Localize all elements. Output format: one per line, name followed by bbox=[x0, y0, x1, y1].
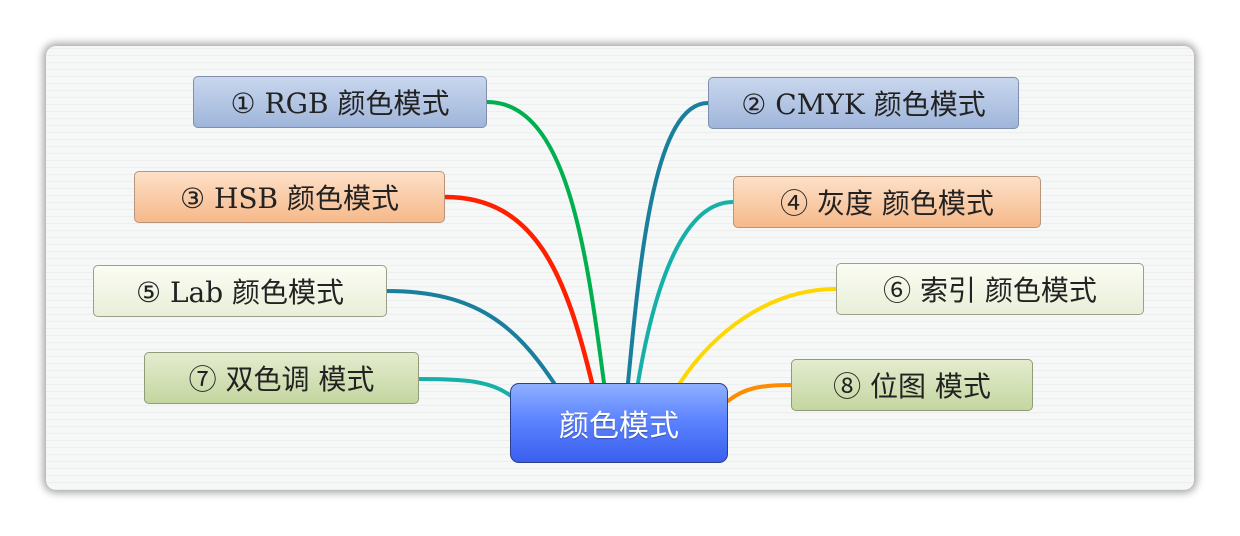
branch-connectors bbox=[385, 100, 838, 403]
central-topic[interactable]: 颜色模式 bbox=[510, 383, 728, 463]
link-hsb bbox=[442, 194, 595, 386]
link-rgb bbox=[485, 100, 606, 385]
node-lab[interactable]: ⑤ Lab 颜色模式 bbox=[93, 265, 387, 317]
central-topic-label: 颜色模式 bbox=[559, 409, 679, 444]
node-rgb-label: ① RGB 颜色模式 bbox=[230, 87, 450, 120]
link-gray bbox=[636, 200, 735, 385]
node-duo[interactable]: ⑦ 双色调 模式 bbox=[144, 352, 419, 404]
link-index bbox=[678, 287, 838, 385]
link-duo bbox=[417, 377, 513, 398]
node-lab-label: ⑤ Lab 颜色模式 bbox=[135, 276, 345, 309]
mind-map-canvas: ① RGB 颜色模式 ② CMYK 颜色模式 ③ HSB 颜色模式 ④ 灰度 颜… bbox=[46, 46, 1194, 490]
node-index-label: ⑥ 索引 颜色模式 bbox=[883, 274, 1097, 307]
node-cmyk[interactable]: ② CMYK 颜色模式 bbox=[708, 77, 1019, 129]
node-cmyk-label: ② CMYK 颜色模式 bbox=[741, 88, 986, 121]
node-rgb[interactable]: ① RGB 颜色模式 bbox=[193, 76, 487, 128]
node-hsb[interactable]: ③ HSB 颜色模式 bbox=[134, 171, 445, 223]
link-cmyk bbox=[626, 101, 710, 385]
node-index[interactable]: ⑥ 索引 颜色模式 bbox=[836, 263, 1144, 315]
link-bitmap bbox=[726, 383, 793, 403]
link-lab bbox=[385, 289, 556, 385]
node-bitmap[interactable]: ⑧ 位图 模式 bbox=[791, 359, 1033, 411]
node-bitmap-label: ⑧ 位图 模式 bbox=[833, 370, 991, 403]
node-gray[interactable]: ④ 灰度 颜色模式 bbox=[733, 176, 1041, 228]
node-hsb-label: ③ HSB 颜色模式 bbox=[179, 182, 400, 215]
node-duo-label: ⑦ 双色调 模式 bbox=[188, 363, 375, 396]
node-gray-label: ④ 灰度 颜色模式 bbox=[780, 187, 994, 220]
